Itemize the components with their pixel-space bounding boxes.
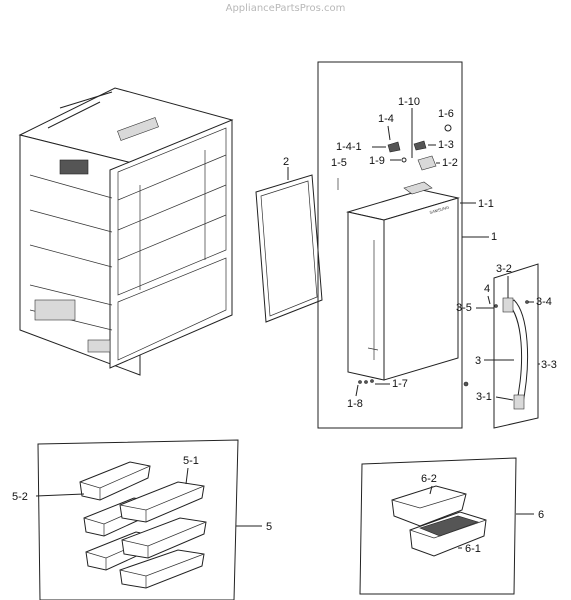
label-part-1-10: 1-10 [398,96,420,108]
label-part-1-6: 1-6 [438,108,454,120]
label-part-3-5: 3-5 [456,302,472,314]
label-part-1-4-1: 1-4-1 [336,141,362,153]
handle-group-frame [493,263,539,429]
label-part-5-1: 5-1 [183,455,199,467]
label-part-1-4: 1-4 [378,113,394,125]
label-part-6-1: 6-1 [465,543,481,555]
label-door-gasket: 2 [283,156,289,168]
label-part-3-3: 3-3 [541,359,557,371]
door-handle [494,297,529,410]
label-door-assembly: 1 [491,231,497,243]
bins-group-frame [37,439,239,600]
door-guards [391,485,487,557]
label-part-3-2: 3-2 [496,263,512,275]
door-bins [79,461,207,589]
label-part-3-4: 3-4 [536,296,552,308]
watermark: AppliancePartsPros.com [225,3,346,14]
door-gasket [255,174,323,323]
label-part-4: 4 [484,283,490,295]
label-part-1-5: 1-5 [331,157,347,169]
door-group-frame [317,61,463,429]
refrigerator-door: SAMSUNG [346,189,460,381]
door-logo: SAMSUNG [429,205,450,215]
guard-group-frame [359,457,517,595]
refrigerator-cabinet [18,87,234,376]
label-part-1-9: 1-9 [369,155,385,167]
label-handle-assembly: 3 [475,355,481,367]
label-part-1-2: 1-2 [442,157,458,169]
label-part-1-3: 1-3 [438,139,454,151]
label-part-1-7: 1-7 [392,378,408,390]
label-bins-group: 5 [266,521,272,533]
label-part-1-8: 1-8 [347,398,363,410]
label-part-3-1: 3-1 [476,391,492,403]
label-part-6-2: 6-2 [421,473,437,485]
label-part-1-1: 1-1 [478,198,494,210]
label-part-5-2: 5-2 [12,491,28,503]
label-guard-group: 6 [538,509,544,521]
door-hinge-parts [337,124,452,384]
